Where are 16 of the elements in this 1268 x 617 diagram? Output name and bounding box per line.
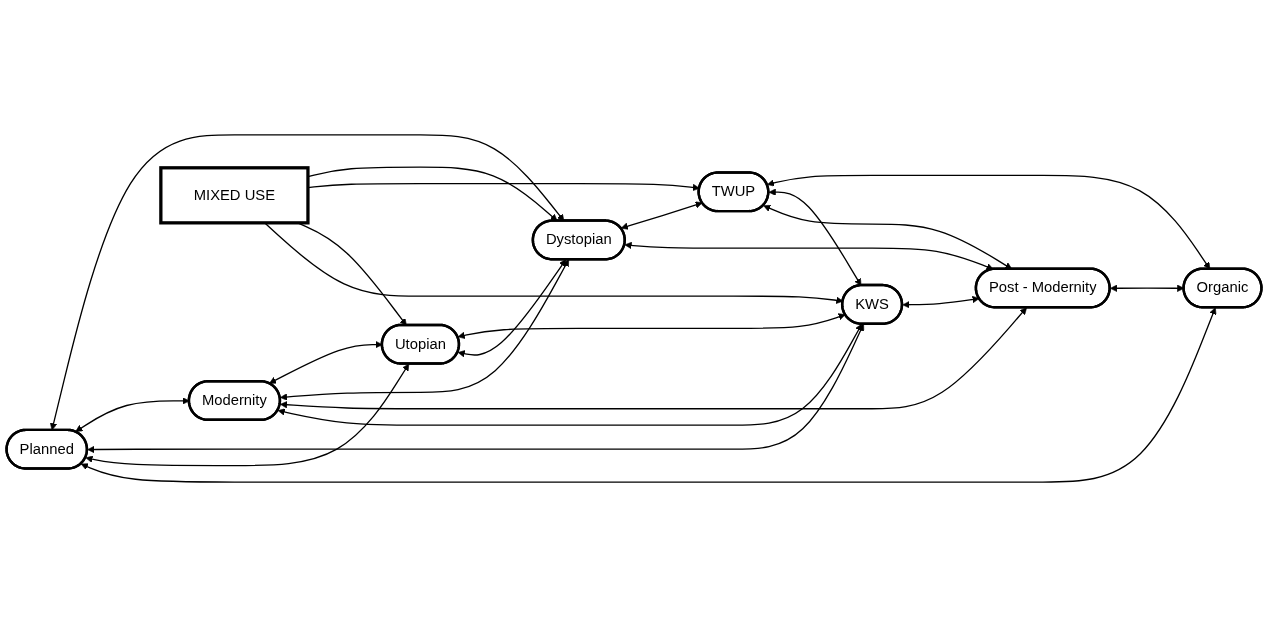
node-box: MIXED USE (159, 166, 310, 225)
arrow (620, 201, 703, 230)
arrow (75, 397, 190, 432)
arrow (768, 188, 862, 286)
arrow (269, 340, 383, 384)
arrow (80, 307, 1217, 483)
arrow (280, 307, 1027, 410)
arrow (277, 323, 863, 426)
arrow (50, 134, 565, 431)
arrow (87, 323, 865, 454)
arrow (624, 241, 994, 271)
arrow (902, 295, 980, 309)
arrow (457, 259, 567, 358)
arrow (457, 313, 846, 339)
arrow (280, 259, 570, 401)
arrow (85, 363, 410, 467)
